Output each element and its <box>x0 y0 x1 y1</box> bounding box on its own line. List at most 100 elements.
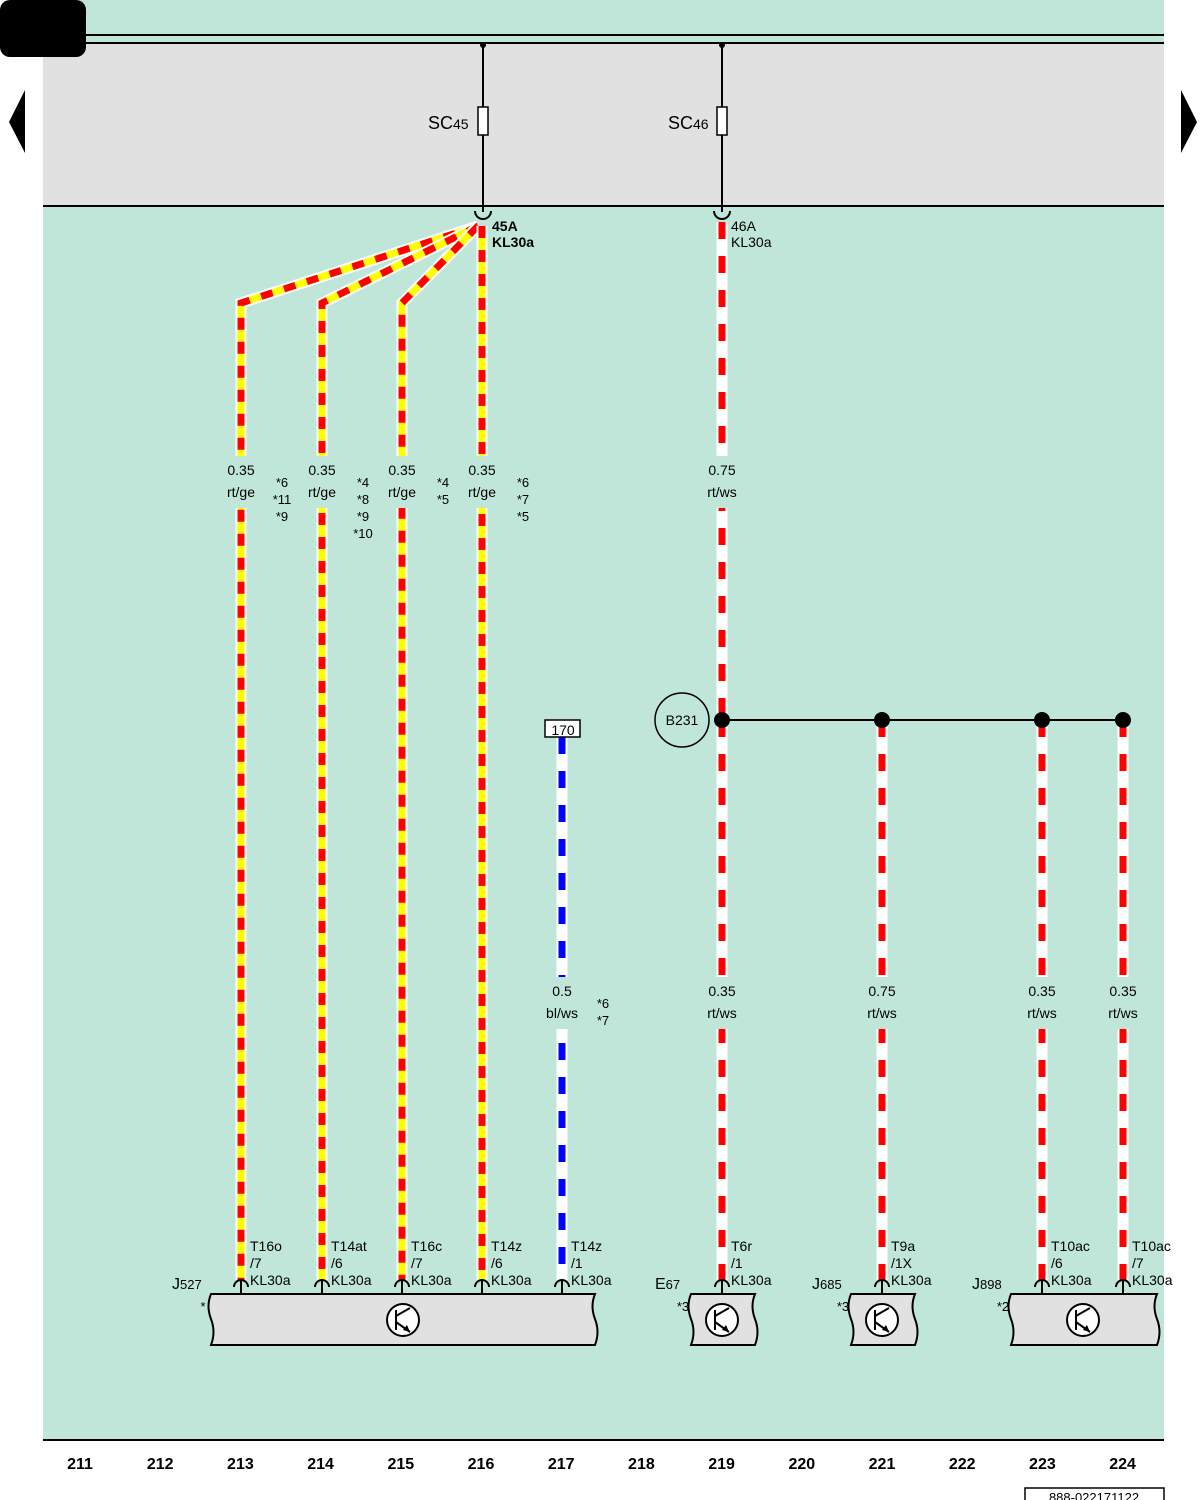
pin-label: /7 <box>1132 1255 1144 1271</box>
svg-text:SC45: SC45 <box>428 113 469 133</box>
wire-size-label: 0.75 <box>708 462 735 478</box>
wire-footnote: *10 <box>353 526 373 541</box>
component-footnote: *3 <box>677 1299 689 1314</box>
pin-label: T10ac <box>1051 1238 1090 1254</box>
wire-size-label: 0.35 <box>388 462 415 478</box>
fuse-sc46: SC46 <box>668 42 731 220</box>
pin-label: /1 <box>571 1255 583 1271</box>
next-page-arrow-icon[interactable] <box>1181 90 1197 153</box>
pin-label: T16o <box>250 1238 282 1254</box>
wire-color-label: rt/ge <box>468 484 496 500</box>
wire-color-label: rt/ge <box>388 484 416 500</box>
component-e67: E67*3 <box>655 1276 759 1346</box>
component-j685: J685 *3 <box>812 1276 919 1346</box>
wire-size-label: 0.35 <box>1109 983 1136 999</box>
wire-label-bg <box>858 977 906 1029</box>
wire-color-label: rt/ge <box>308 484 336 500</box>
wire-size-label: 0.75 <box>868 983 895 999</box>
wire-footnote: *6 <box>517 475 529 490</box>
page-tab <box>0 0 86 57</box>
column-number: 216 <box>468 1456 495 1473</box>
column-number: 214 <box>307 1456 334 1473</box>
wire-1 <box>235 220 480 1280</box>
wire-footnote: *9 <box>276 509 288 524</box>
column-number: 211 <box>67 1456 93 1473</box>
component-label: J685 <box>812 1276 842 1293</box>
pin-label: T9a <box>891 1238 915 1254</box>
component-footnote: *2 <box>997 1299 1009 1314</box>
component-label: J527 <box>172 1276 202 1293</box>
pin-label: /6 <box>491 1255 503 1271</box>
component-footnote: *3 <box>837 1299 849 1314</box>
pin-label: T14at <box>331 1238 367 1254</box>
pin-label: /1X <box>891 1255 913 1271</box>
wire-color-label: bl/ws <box>546 1005 578 1021</box>
pin-label: T6r <box>731 1238 752 1254</box>
pin-label: KL30a <box>491 1272 532 1288</box>
column-number: 221 <box>869 1456 896 1473</box>
column-number: 222 <box>949 1456 976 1473</box>
column-number: 223 <box>1029 1456 1056 1473</box>
fuse-terminal-46a-signal: KL30a <box>731 234 772 250</box>
control-unit-icon <box>865 1303 899 1337</box>
wire-3 <box>396 222 482 1280</box>
wire-footnote: *7 <box>517 492 529 507</box>
wire-size-label: 0.35 <box>1028 983 1055 999</box>
fuse-terminal-46a: 46A <box>731 218 757 234</box>
wire-footnote: *6 <box>276 475 288 490</box>
wire-label-bg <box>1099 977 1147 1029</box>
wire-color-label: rt/ws <box>707 484 737 500</box>
wire-size-label: 0.35 <box>227 462 254 478</box>
pin-label: KL30a <box>891 1272 932 1288</box>
fuse-terminal-45a: 45A <box>492 218 518 234</box>
component-label: E67 <box>655 1276 680 1293</box>
component-j527: J527* <box>172 1276 599 1346</box>
pin-label: KL30a <box>331 1272 372 1288</box>
wire-label-bg <box>378 456 426 508</box>
wire-2 <box>316 221 481 1280</box>
wire-size-label: 0.5 <box>552 983 572 999</box>
pin-label: /7 <box>411 1255 423 1271</box>
column-number: 220 <box>788 1456 815 1473</box>
junction-b231-label: B231 <box>666 712 699 728</box>
pin-label: /1 <box>731 1255 743 1271</box>
wire-label-bg <box>698 977 746 1029</box>
pin-label: T16c <box>411 1238 442 1254</box>
wire-footnote: *4 <box>437 475 449 490</box>
fuse-sc45: SC45 <box>428 42 492 220</box>
prev-page-arrow-icon[interactable] <box>9 90 25 153</box>
pin-label: KL30a <box>1132 1272 1173 1288</box>
pin-label: T14z <box>491 1238 522 1254</box>
pin-label: KL30a <box>731 1272 772 1288</box>
column-number: 217 <box>548 1456 575 1473</box>
wire-label-bg <box>698 456 746 508</box>
control-unit-icon <box>705 1303 739 1337</box>
wire-footnote: *6 <box>597 996 609 1011</box>
pin-label: T14z <box>571 1238 602 1254</box>
wire-footnote: *7 <box>597 1013 609 1028</box>
wire-color-label: rt/ws <box>1108 1005 1138 1021</box>
pin-label: /7 <box>250 1255 262 1271</box>
column-number: 212 <box>147 1456 174 1473</box>
junction-dot-224 <box>1115 712 1131 728</box>
wire-color-label: rt/ws <box>1027 1005 1057 1021</box>
wire-footnote: *4 <box>357 475 369 490</box>
pin-label: KL30a <box>411 1272 452 1288</box>
pin-label: T10ac <box>1132 1238 1171 1254</box>
doc-id: 888-022171122 <box>1049 1490 1139 1500</box>
column-number: 213 <box>227 1456 254 1473</box>
junction-dot-221 <box>874 712 890 728</box>
connector-ref-label: 170 <box>551 722 575 738</box>
pin-label: KL30a <box>571 1272 612 1288</box>
label-layer: 0.35rt/ge*6*11*90.35rt/ge*4*8*9*100.35rt… <box>217 456 1173 1294</box>
pin-label: KL30a <box>1051 1272 1092 1288</box>
wire-color-label: rt/ws <box>707 1005 737 1021</box>
wire-label-bg <box>538 977 586 1029</box>
junction-b231-circle <box>654 692 710 748</box>
fuse-holder-area <box>43 42 1164 206</box>
wire-label-bg <box>1018 977 1066 1029</box>
fuse-terminal-45a-signal: KL30a <box>492 234 534 250</box>
